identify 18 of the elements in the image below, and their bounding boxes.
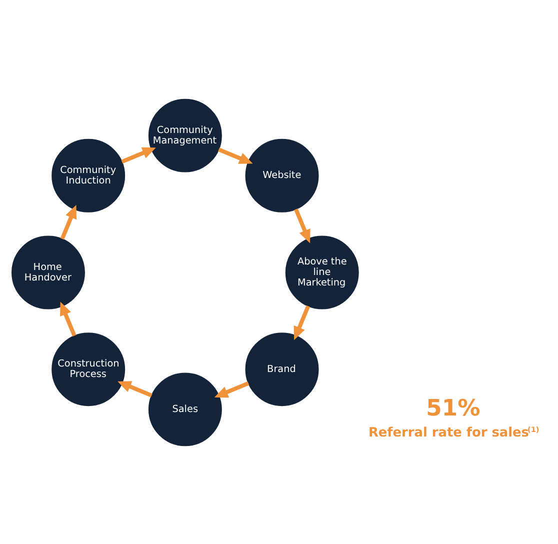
node-circle: Construction Process: [52, 332, 126, 406]
node-circle: Above the line Marketing: [285, 235, 359, 309]
node-circle: Brand: [245, 332, 319, 406]
arrow: [60, 301, 76, 336]
arrow: [294, 208, 310, 243]
node-circle: Sales: [148, 372, 222, 446]
arrow: [294, 304, 310, 340]
node-circle: Community Induction: [52, 138, 126, 212]
label: Referral rate for sales$^{(1)}$: [368, 424, 540, 440]
label: 51%: [426, 395, 480, 422]
arrow: [121, 146, 156, 164]
arrow: [60, 204, 77, 240]
node-circle: Website: [245, 138, 319, 212]
arrow: [218, 147, 253, 164]
arrow: [214, 380, 250, 398]
node-circle: Community Management: [148, 98, 222, 172]
node-circle: Home Handover: [12, 235, 85, 309]
arrow: [118, 380, 152, 397]
